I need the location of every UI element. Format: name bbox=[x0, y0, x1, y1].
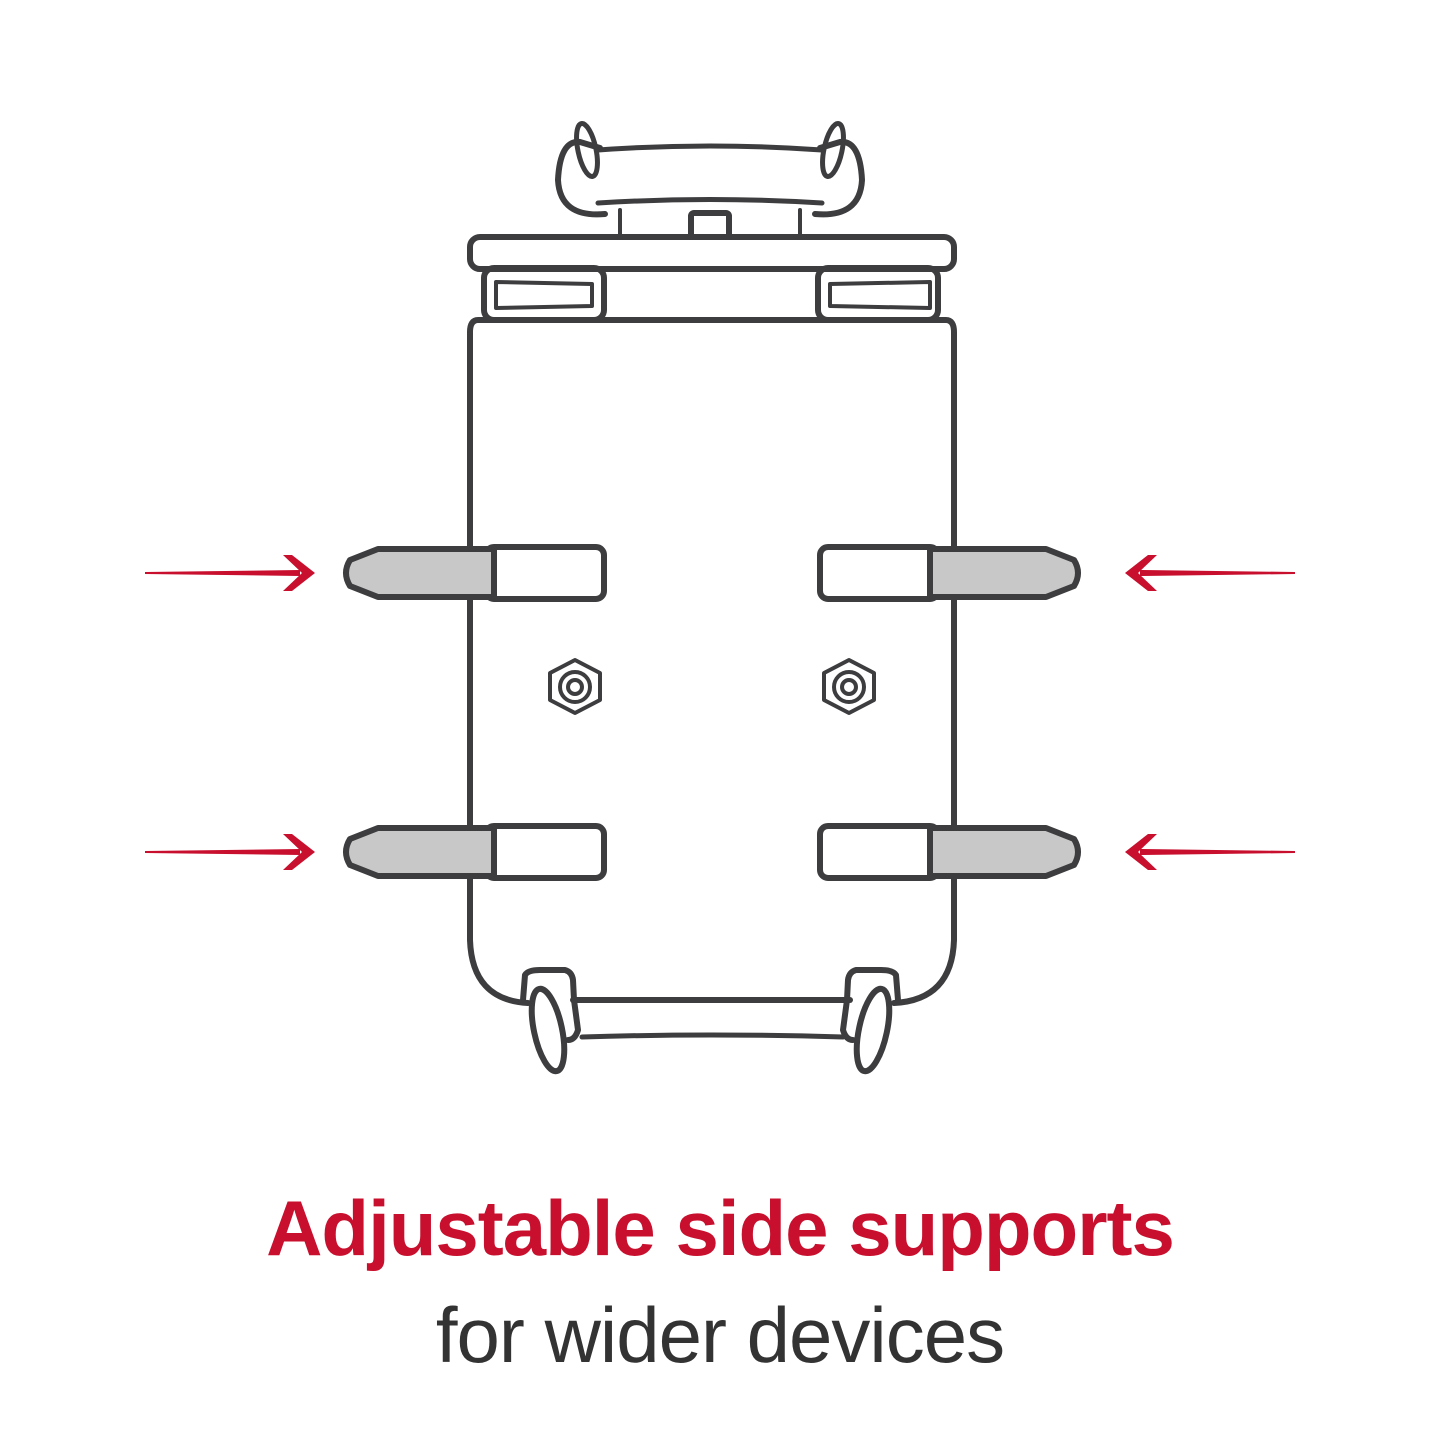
top-cap bbox=[467, 234, 957, 272]
right-slot bbox=[815, 265, 941, 323]
arrow-left-icon bbox=[1125, 555, 1295, 591]
left-lower-support bbox=[343, 823, 607, 881]
caption-subline: for wider devices bbox=[435, 1291, 1005, 1379]
arrow-right-icon bbox=[145, 834, 315, 870]
left-slot bbox=[481, 265, 607, 323]
caption-headline: Adjustable side supports bbox=[266, 1184, 1175, 1272]
left-upper-support bbox=[343, 544, 607, 602]
right-upper-support bbox=[817, 544, 1081, 602]
right-hex-nut-icon bbox=[822, 658, 876, 715]
bottom-clamp bbox=[520, 967, 901, 1075]
arrow-left-icon bbox=[1125, 834, 1295, 870]
arrow-right-icon bbox=[145, 555, 315, 591]
phone-holder-illustration bbox=[145, 121, 1295, 1075]
top-clamp bbox=[555, 121, 865, 240]
left-hex-nut-icon bbox=[548, 658, 602, 715]
cradle-body bbox=[467, 317, 957, 1006]
right-lower-support bbox=[817, 823, 1081, 881]
